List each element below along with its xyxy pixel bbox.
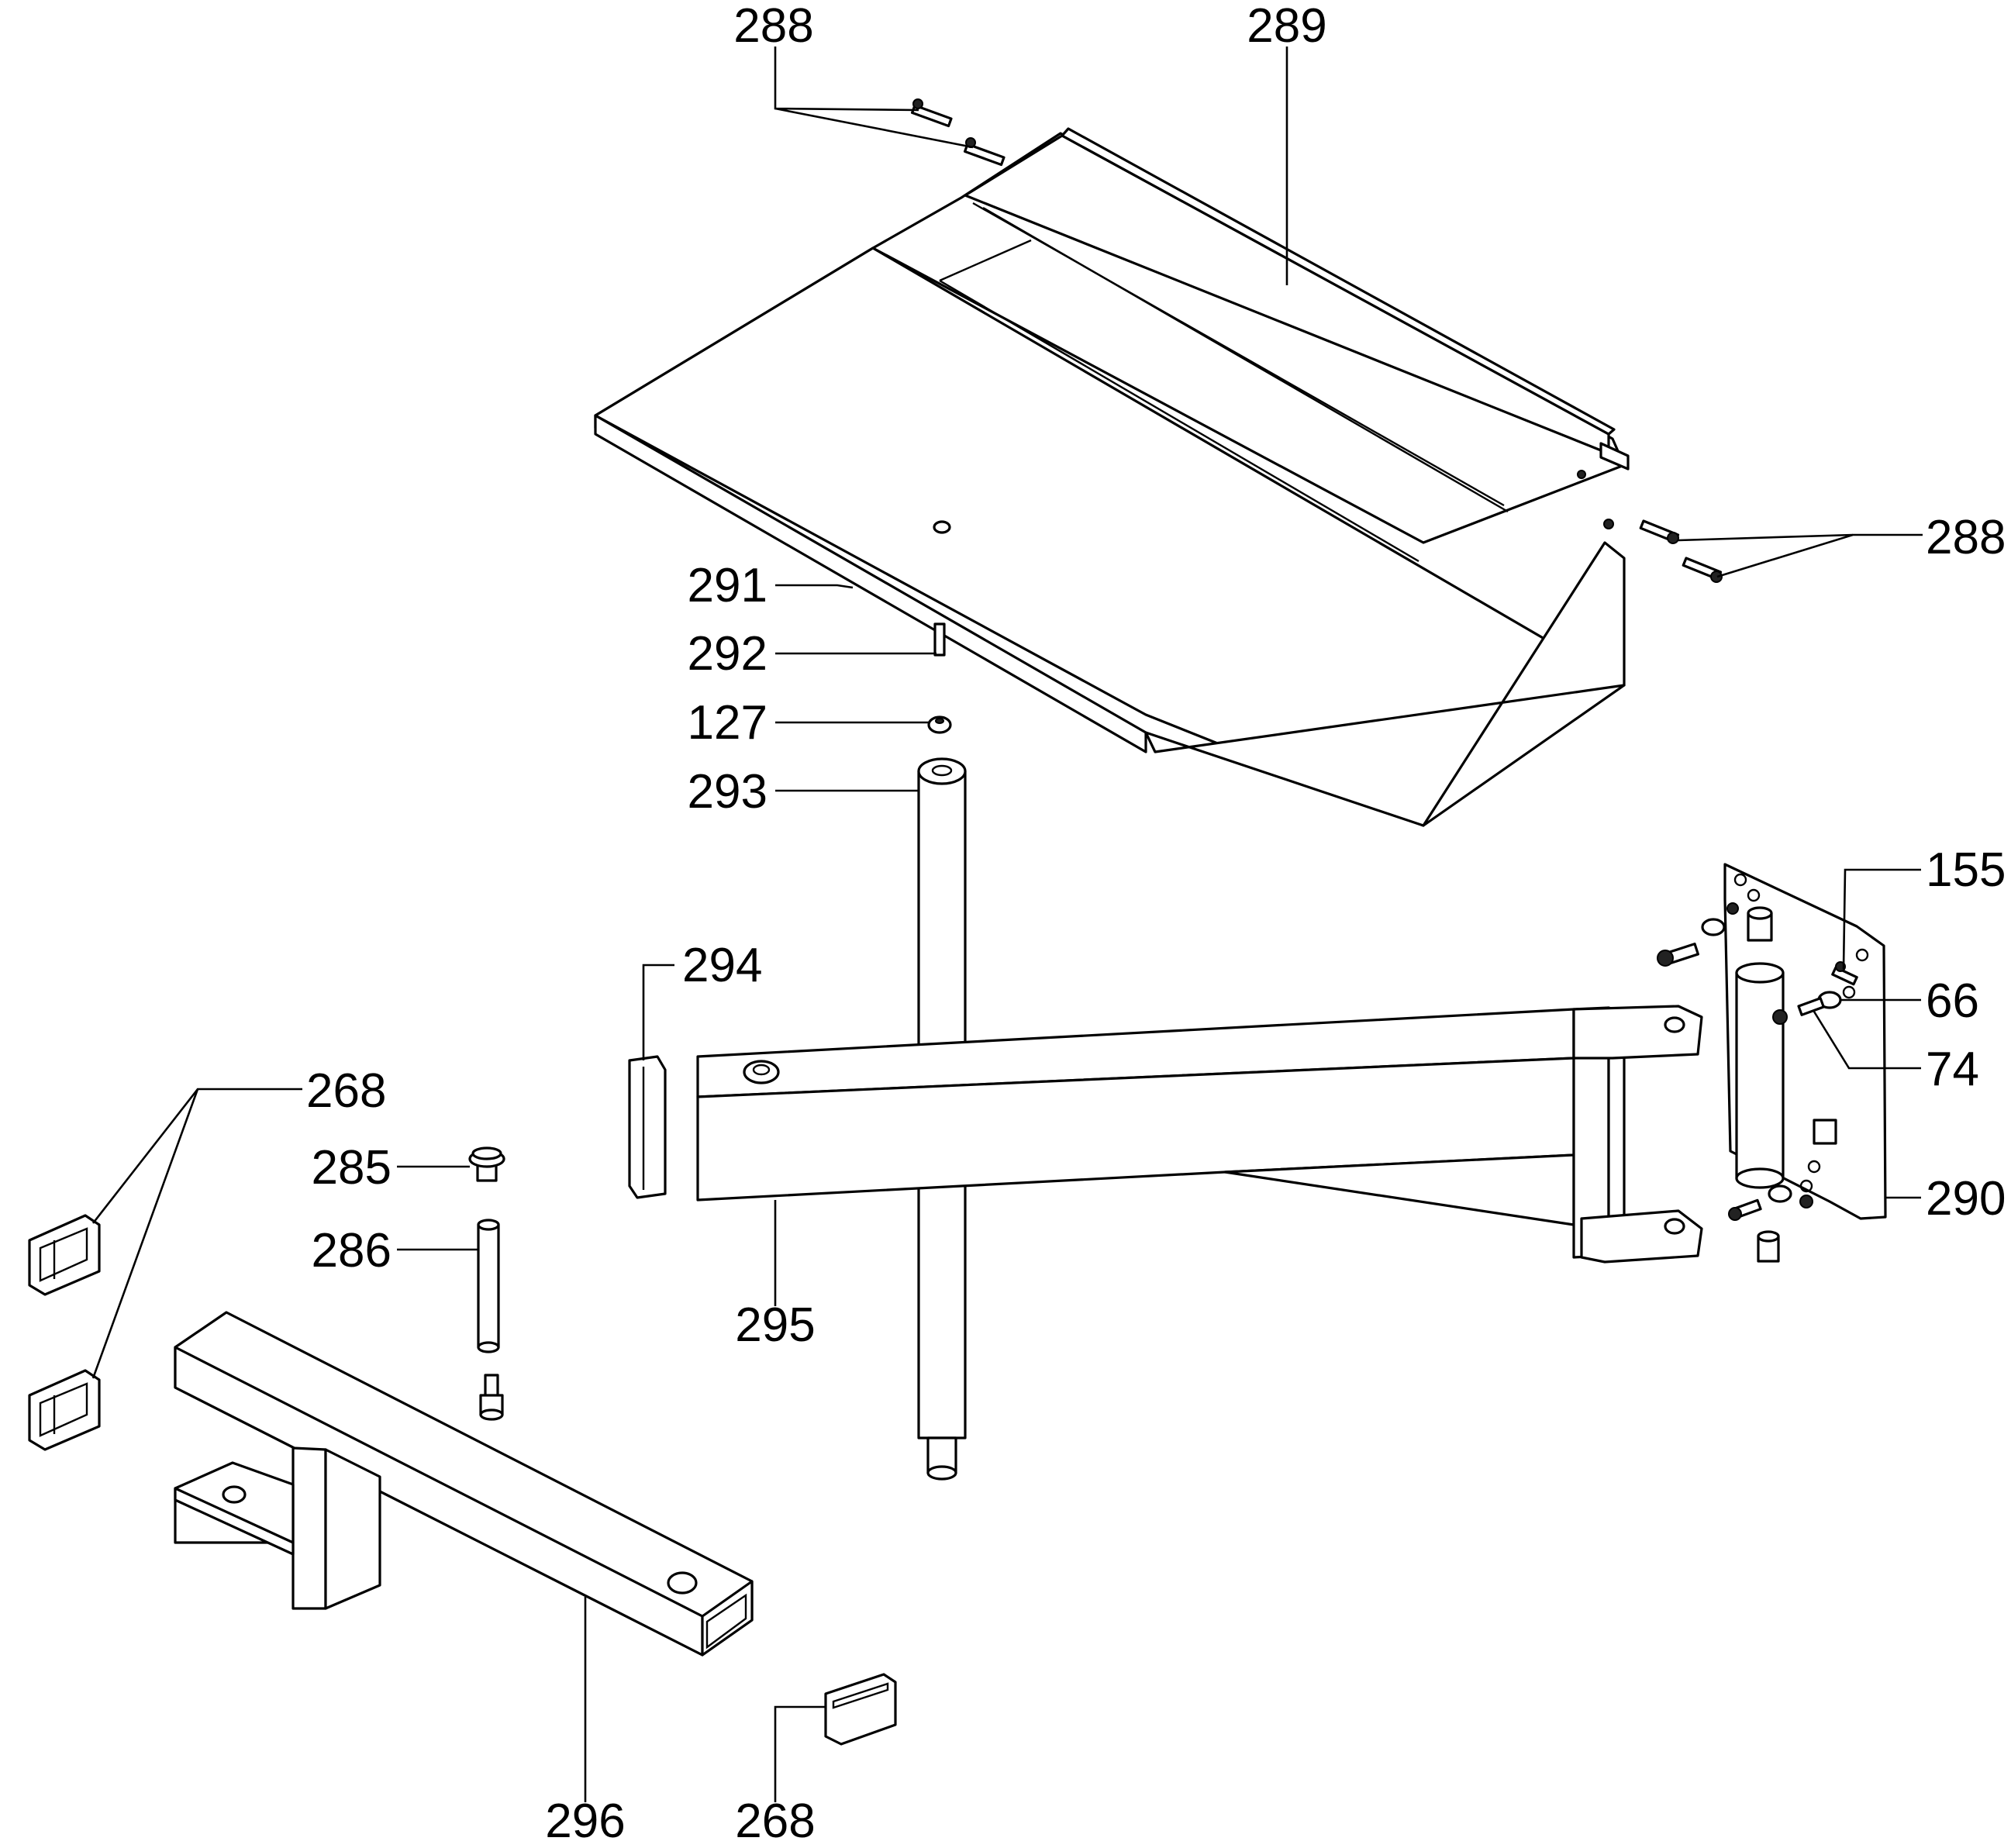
cap-268-lower <box>28 1369 101 1451</box>
callout-291: 291 <box>688 559 767 612</box>
callout-288-top: 288 <box>733 0 813 53</box>
callout-288-right: 288 <box>1926 511 2006 564</box>
callout-268-bottom: 268 <box>735 1795 815 1848</box>
callout-296: 296 <box>545 1795 625 1848</box>
callout-294: 294 <box>682 939 762 992</box>
pin-292 <box>933 622 946 657</box>
callout-labels: 288 289 288 291 292 127 293 155 66 74 29… <box>306 0 2006 1848</box>
hinge-plate-290 <box>1657 863 1887 1263</box>
callout-155: 155 <box>1926 843 2006 897</box>
callout-268-left: 268 <box>306 1064 386 1118</box>
callout-286: 286 <box>312 1224 392 1277</box>
callout-292: 292 <box>688 627 767 681</box>
callout-66: 66 <box>1926 974 1979 1028</box>
sleeve-286 <box>477 1219 500 1353</box>
callout-293: 293 <box>688 765 767 819</box>
callout-290: 290 <box>1926 1172 2006 1226</box>
nut-127 <box>927 715 952 734</box>
extension-table-part <box>594 127 1630 827</box>
cap-268-upper <box>28 1214 101 1296</box>
support-arm-295 <box>696 1005 1703 1264</box>
callout-127: 127 <box>688 696 767 750</box>
end-cap-294 <box>628 1055 667 1199</box>
leader-lines <box>91 47 1923 1802</box>
callout-289: 289 <box>1247 0 1326 53</box>
cap-268-bottom <box>824 1673 897 1746</box>
callout-285: 285 <box>312 1141 392 1195</box>
callout-74: 74 <box>1926 1043 1979 1096</box>
callout-295: 295 <box>735 1298 815 1352</box>
knob-285 <box>468 1146 505 1182</box>
screw-288-top <box>910 98 1006 167</box>
base-frame-296 <box>174 1311 754 1657</box>
bolt-lower <box>479 1374 504 1421</box>
screw-288-right <box>1639 519 1723 583</box>
